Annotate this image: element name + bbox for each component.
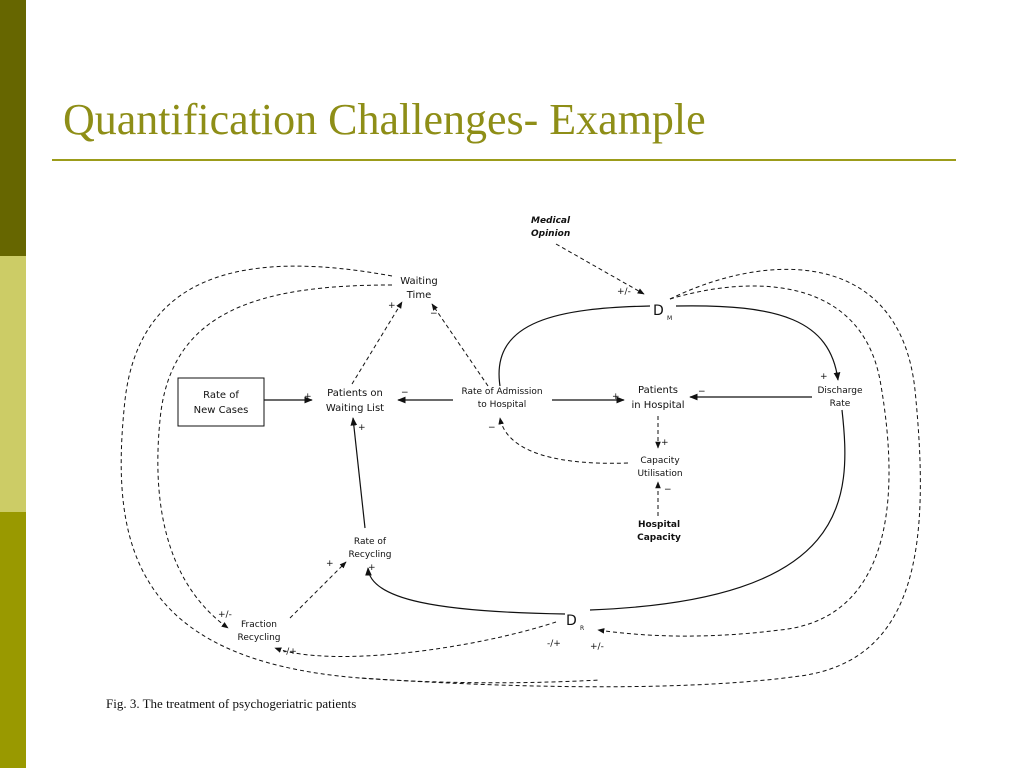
outer-loop-right xyxy=(359,268,921,688)
figure-caption: Fig. 3. The treatment of psychogeriatric… xyxy=(106,696,357,711)
sign-loop-fraction: +/- xyxy=(218,610,232,620)
arrow-capacity-to-admission xyxy=(498,417,629,464)
node-fraction-recycling: Fraction Recycling xyxy=(237,620,280,643)
sign-capacity-admission: − xyxy=(488,423,496,433)
svg-text:Utilisation: Utilisation xyxy=(637,469,682,479)
svg-text:M: M xyxy=(667,315,672,322)
svg-text:Waiting List: Waiting List xyxy=(326,403,384,414)
arrow-medicalopinion-to-dm xyxy=(555,243,645,295)
sign-newcases-waitinglist: + xyxy=(304,392,312,402)
delay-medical-top: D M xyxy=(653,303,672,322)
svg-text:Recycling: Recycling xyxy=(348,550,391,560)
sign-admission-inhospital: + xyxy=(612,392,620,402)
flow-discharge-to-dr xyxy=(589,409,846,611)
node-rate-of-recycling: Rate of Recycling xyxy=(348,537,391,560)
arrow-admission-to-waitingtime xyxy=(431,303,489,387)
outer-loop-left-inner xyxy=(157,284,393,629)
outer-loop-left xyxy=(120,265,601,684)
svg-text:Capacity: Capacity xyxy=(637,533,681,543)
svg-text:Rate of: Rate of xyxy=(203,390,239,401)
svg-text:Patients: Patients xyxy=(638,385,678,396)
svg-text:Patients on: Patients on xyxy=(327,388,383,399)
sign-medicalopinion-dm: +/- xyxy=(617,287,631,297)
flow-admission-to-dm xyxy=(498,305,651,387)
svg-text:D: D xyxy=(653,303,664,319)
svg-text:to Hospital: to Hospital xyxy=(478,400,527,410)
sign-bottom-left-dr: -/+ xyxy=(547,639,561,649)
svg-text:Rate of: Rate of xyxy=(354,537,387,547)
svg-text:D: D xyxy=(566,613,577,629)
arrow-fraction-to-recycling xyxy=(289,561,347,619)
title-rule xyxy=(52,159,956,161)
sign-bottom-right-dr: +/- xyxy=(590,642,604,652)
sign-admission-waitingtime: − xyxy=(430,309,438,319)
svg-text:Medical: Medical xyxy=(531,216,571,226)
node-rate-new-cases: Rate of New Cases xyxy=(194,390,249,416)
flow-dr-to-recycling xyxy=(365,567,566,615)
sign-dr-recycling: + xyxy=(368,563,376,573)
node-hospital-capacity: Hospital Capacity xyxy=(637,520,681,543)
flow-dm-to-discharge xyxy=(675,305,841,381)
sign-inhospital-capacity: + xyxy=(661,438,669,448)
node-admission: Rate of Admission to Hospital xyxy=(461,387,542,410)
node-discharge: Discharge Rate xyxy=(817,386,863,409)
svg-text:Time: Time xyxy=(406,290,431,301)
node-waiting-time: Waiting Time xyxy=(400,276,438,301)
arrow-recycling-to-waitinglist xyxy=(350,417,366,529)
svg-text:Capacity: Capacity xyxy=(640,456,680,466)
delay-recycling-bottom: D R xyxy=(566,613,584,632)
svg-text:New Cases: New Cases xyxy=(194,405,249,416)
sign-dr-fraction: -/+ xyxy=(283,647,297,657)
decor-bar-top xyxy=(0,0,26,256)
svg-text:Rate: Rate xyxy=(830,399,851,409)
sign-hospitalcapacity-capacity: − xyxy=(664,485,672,495)
svg-text:R: R xyxy=(580,625,584,632)
node-in-hospital: Patients in Hospital xyxy=(631,385,684,411)
sign-waitinglist-waitingtime: + xyxy=(388,301,396,311)
decor-bar-middle xyxy=(0,256,26,512)
decor-bar-bottom xyxy=(0,512,26,768)
sign-fraction-recycling: + xyxy=(326,559,334,569)
slide-title: Quantification Challenges- Example xyxy=(63,95,706,144)
arrow-waitinglist-to-waitingtime xyxy=(351,301,403,385)
svg-text:Hospital: Hospital xyxy=(638,520,680,530)
node-capacity-utilisation: Capacity Utilisation xyxy=(637,456,682,479)
svg-text:Recycling: Recycling xyxy=(237,633,280,643)
outer-loop-right-inner xyxy=(597,285,890,637)
sign-admission-waitinglist: − xyxy=(401,388,409,398)
sign-dm-discharge: + xyxy=(820,372,828,382)
svg-text:Discharge: Discharge xyxy=(817,386,863,396)
node-waiting-list: Patients on Waiting List xyxy=(326,388,384,414)
sign-discharge-inhospital: − xyxy=(698,387,706,397)
sign-recycling-waitinglist: + xyxy=(358,423,366,433)
svg-text:in Hospital: in Hospital xyxy=(631,400,684,411)
svg-text:Fraction: Fraction xyxy=(241,620,277,630)
svg-text:Waiting: Waiting xyxy=(400,276,438,287)
arrow-dr-to-fraction xyxy=(274,621,557,657)
rate-new-cases-box xyxy=(177,377,265,427)
svg-text:Opinion: Opinion xyxy=(531,229,570,239)
svg-text:Rate of Admission: Rate of Admission xyxy=(461,387,542,397)
node-medical-opinion: Medical Opinion xyxy=(531,216,571,239)
